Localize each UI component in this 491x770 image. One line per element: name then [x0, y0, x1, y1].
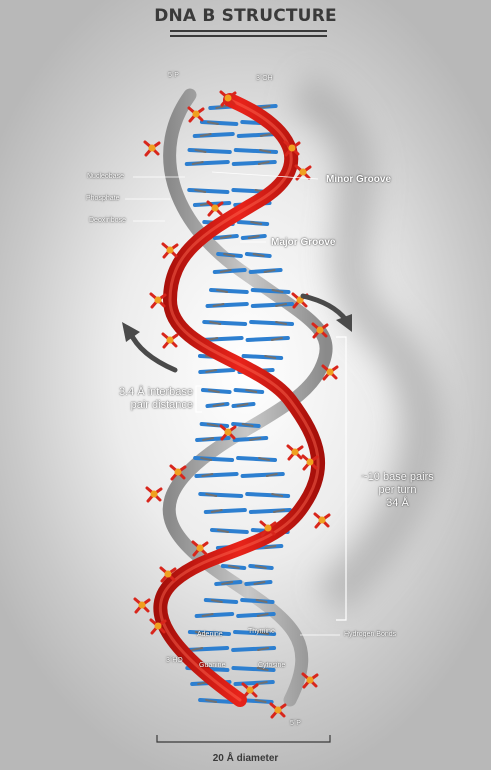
base-pair-rung [184, 646, 277, 652]
strand-end-5p-bottom: 5´P [290, 720, 301, 727]
base-pair-rung [220, 564, 274, 570]
rotation-arrow-left-head [122, 322, 140, 342]
title-underline-top [170, 30, 327, 32]
title-underline-bottom [170, 35, 327, 37]
per-turn-line3: 34 Å [386, 497, 409, 509]
phosphate-group [149, 618, 167, 635]
base-pair-rung [200, 388, 265, 394]
phosphate-group [301, 672, 319, 689]
base-pair-rung [202, 320, 295, 326]
phosphate-group [169, 464, 187, 481]
label-diameter: 20 Å diameter [212, 753, 279, 764]
label-nucleobase: Nucleobase [87, 173, 124, 180]
label-major-groove: Major Groove [271, 237, 336, 248]
interbase-bracket [195, 385, 202, 413]
phosphate-group [259, 520, 277, 537]
phosphate-group [301, 454, 319, 471]
phosphate-group [294, 164, 312, 181]
per-turn-line1: ~10 base pairs [361, 471, 434, 483]
phosphate-group [145, 486, 163, 503]
phosphate-group [241, 682, 259, 699]
phosphate-group [187, 106, 205, 123]
per-turn-line2: per turn [378, 484, 417, 496]
base-pair-rung [192, 132, 279, 138]
phosphate-group [283, 140, 301, 157]
interbase-line1: 3.4 Å interbase [119, 386, 193, 398]
rotation-arrow-right-head [336, 314, 352, 332]
phosphate-group [206, 200, 224, 217]
label-cytosine: Cytosine [258, 662, 286, 669]
base-pair-rung [194, 612, 276, 618]
base-pair-rung [212, 268, 283, 274]
label-deoxiribose: Deoxiribose [89, 217, 126, 224]
phosphate-group [133, 597, 151, 614]
phosphate-group [311, 322, 329, 339]
base-pair-rung [203, 508, 292, 514]
diameter-bracket [156, 735, 331, 743]
phosphate-group [161, 242, 179, 259]
base-pair-rung [190, 680, 275, 686]
base-pair-rung [205, 302, 295, 308]
phosphate-group [149, 292, 167, 309]
label-adenine: Adenine [197, 631, 223, 638]
base-pair-rung [212, 234, 267, 240]
phosphate-group [159, 566, 177, 583]
base-pair-rung [193, 456, 278, 462]
interbase-line2: pair distance [130, 399, 193, 411]
leader-lines [125, 171, 340, 636]
base-pair-rung [199, 422, 261, 428]
strand-end-3oh-top: 3´OH [256, 75, 273, 82]
phosphate-groups [133, 90, 339, 719]
label-guanine: Guanine [199, 662, 226, 669]
phosphate-group [313, 512, 331, 529]
base-pair-rung [187, 630, 277, 636]
base-pair-rung [214, 580, 273, 586]
phosphate-group [191, 540, 209, 557]
base-pair-rung [205, 402, 256, 408]
phosphate-group [161, 332, 179, 349]
turn-bracket [336, 336, 347, 621]
label-base-pairs-per-turn: ~10 base pairs per turn 34 Å [350, 471, 445, 510]
label-hydrogen-bonds: Hydrogen Bonds [344, 631, 397, 638]
strand-end-3ho-bottom: 3´HO [166, 657, 183, 664]
base-pair-rung [203, 598, 275, 604]
phosphate-group [286, 444, 304, 461]
strand-end-5p-top: 5´P [168, 72, 179, 79]
base-pair-rung [187, 188, 274, 194]
label-interbase-distance: 3.4 Å interbase pair distance [96, 386, 193, 412]
base-pair-rung [216, 252, 272, 258]
base-pair-rung [198, 492, 291, 498]
label-phosphate: Phosphate [86, 195, 120, 202]
base-pair-rung [184, 160, 277, 166]
phosphate-group [321, 364, 339, 381]
base-pair-rung [209, 288, 291, 294]
helix-shadow [289, 72, 444, 615]
phosphate-group [269, 702, 287, 719]
page-title: DNA B STRUCTURE [154, 6, 337, 26]
base-pair-rung [199, 336, 290, 342]
label-minor-groove: Minor Groove [326, 174, 392, 185]
phosphate-group [219, 424, 237, 441]
phosphate-group [143, 140, 161, 157]
phosphate-group [219, 90, 237, 107]
base-pair-rung [187, 148, 279, 154]
label-thymine: Thymine [248, 628, 275, 635]
base-pair-rung [194, 472, 285, 478]
